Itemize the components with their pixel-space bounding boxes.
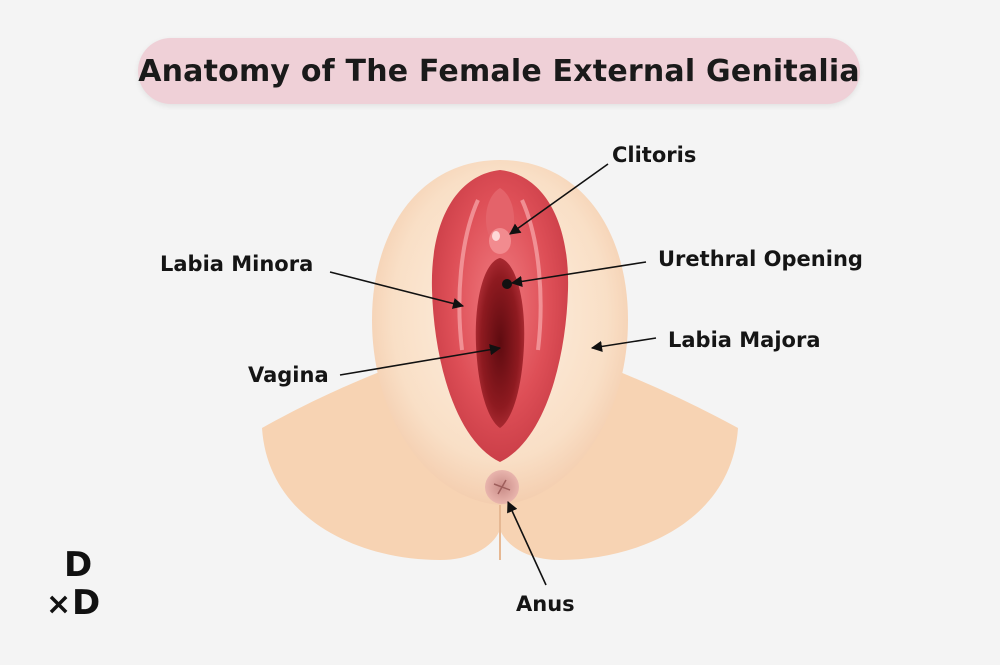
anus-pointer [507, 500, 547, 586]
urethral-opening-label: Urethral Opening [658, 247, 863, 271]
vagina-pointer [339, 344, 502, 376]
anus-label: Anus [516, 592, 575, 616]
urethral-opening-pointer [510, 261, 647, 287]
clitoris-label: Clitoris [612, 143, 697, 167]
labia-majora-pointer [590, 337, 657, 352]
clitoris-shape [489, 228, 511, 254]
labia-minora-pointer [329, 271, 465, 309]
vagina-label: Vagina [248, 363, 329, 387]
logo-bottom-letter: D [72, 583, 101, 623]
logo-top-letter: D [64, 545, 93, 585]
vaginal-opening-shape [475, 258, 525, 428]
diagram-title: Anatomy of The Female External Genitalia [138, 53, 860, 89]
urethral-opening-dot [502, 279, 512, 289]
title-banner: Anatomy of The Female External Genitalia [138, 38, 860, 104]
clitoral-hood-shape [485, 188, 515, 238]
labia-minora-label: Labia Minora [160, 252, 314, 276]
clitoris-pointer [509, 163, 609, 235]
labia-majora-label: Labia Majora [668, 328, 821, 352]
logo-times-symbol: × [46, 587, 72, 622]
brand-logo: D × D [44, 548, 114, 628]
right-fold-highlight [520, 199, 543, 351]
left-fold-highlight [457, 199, 480, 351]
